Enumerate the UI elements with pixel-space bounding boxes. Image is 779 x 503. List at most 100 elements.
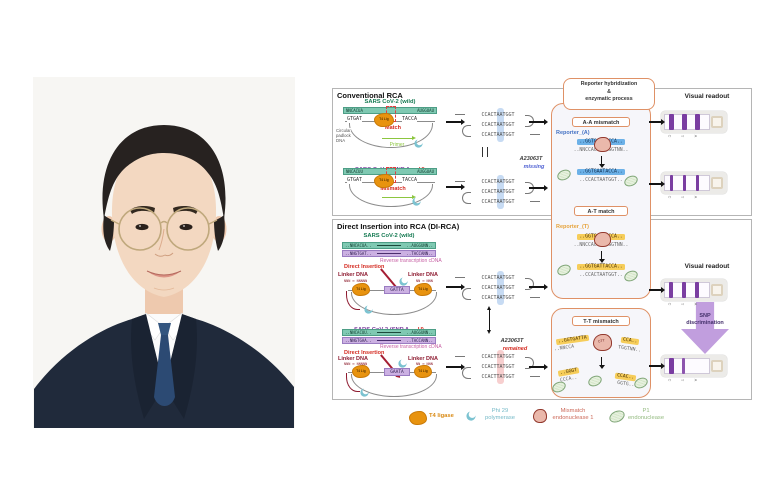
- band-label: T: [680, 302, 685, 306]
- arrow-di-wild-to-product: [446, 284, 465, 289]
- arrow-to-strip-1: [649, 119, 665, 124]
- phi29-legend-icon: [464, 409, 477, 422]
- t4-ligase-blob: T4 Lig: [414, 365, 432, 378]
- t4-ligase-tag: T4 Lig: [418, 287, 428, 291]
- t4-ligase-tag: T4 Lig: [418, 369, 428, 373]
- di-snp-rna-left: ..NNCACUU..: [345, 330, 372, 335]
- arrow-to-strip-4: [649, 363, 665, 368]
- t4-ligase-tag: T4 Lig: [379, 117, 389, 121]
- band-label: A: [693, 195, 698, 199]
- band-label: C: [667, 195, 672, 199]
- portrait-illustration: [34, 77, 294, 428]
- arrow-conv-snp-to-reporter: [529, 185, 548, 190]
- di-snp-insert-box: GAATA: [384, 368, 410, 376]
- di-wild-rna-bar: ..NNCACUA....AUGGUNN..: [342, 242, 436, 249]
- conv-wild-primer-label: Primer: [389, 142, 405, 148]
- snp-discrimination-label: SNP discrimination: [686, 313, 724, 326]
- di-snp-rt-label: Reverse transcription cDNA: [380, 344, 442, 350]
- reporter-t-seq: ..GGTGATTACCA..: [577, 263, 625, 270]
- test-band: [669, 358, 674, 374]
- di-snp-linker-left: Linker DNA: [338, 356, 368, 362]
- stack-dash: [530, 376, 540, 377]
- remained-word: remained: [502, 346, 528, 352]
- test-band: [683, 175, 686, 191]
- remained-gene: A23063T: [500, 338, 524, 344]
- pair-a2-bottom: ..CCACTAATGGT..: [579, 178, 623, 183]
- arrow-conv-wild-to-reporter: [529, 119, 548, 124]
- rca-product-row: CCACTAATGGT: [481, 179, 515, 185]
- di-wild-cdna-right: ..TACCANN..: [406, 251, 434, 256]
- stack-connector: [462, 192, 471, 204]
- conv-wild-pad-right: TACCA: [402, 116, 418, 122]
- arrow-conv-wild-to-product: [446, 119, 465, 124]
- rca-product-row: CCACTTATGGT: [481, 364, 515, 370]
- bar-midline: [377, 332, 401, 333]
- di-wild-cdna-bar: ..NNGTGAT....TACCANN..: [342, 250, 436, 257]
- test-band: [682, 282, 686, 298]
- pair-t2-top: ..GGTGATTACCA..: [551, 263, 651, 270]
- lfa-strip-2: [661, 172, 727, 194]
- band-label: C: [667, 302, 672, 306]
- tt-mismatch-label: T-T mismatch: [572, 316, 630, 326]
- stack-dash: [455, 356, 465, 357]
- di-wild-label: SARS CoV-2 (wild): [363, 233, 415, 239]
- conventional-rca-title: Conventional RCA: [337, 91, 403, 100]
- t4-ligase-blob: T4 Lig: [352, 365, 370, 378]
- p1-endo-legend-label: P1 endonuclease: [627, 408, 665, 421]
- lfa-strip-4: [661, 355, 727, 377]
- rca-product-row: CCACTTATGGT: [481, 354, 515, 360]
- di-wild-rna-left: ..NNCACUA..: [345, 243, 372, 248]
- equiv-gene: A23063T: [519, 156, 543, 162]
- down-arrow: [597, 251, 607, 263]
- rca-product-row: CCACTAATGGT: [481, 112, 515, 118]
- down-arrow: [597, 156, 607, 168]
- snp-site-stripe: [497, 350, 504, 384]
- arrow-di-snp-to-reporter: [529, 364, 548, 369]
- updown-arrow: [485, 306, 492, 334]
- arrow-conv-snp-to-product: [446, 184, 465, 189]
- reporter-header-text: Reporter hybridization & enzymatic proce…: [580, 81, 638, 103]
- stack-connector: [462, 367, 471, 379]
- test-band: [696, 175, 699, 191]
- di-snp-rna-bar: ..NNCACUU....AUGGUNN..: [342, 329, 436, 336]
- di-wild-direct-insertion: Direct Insertion: [344, 264, 385, 270]
- t4-ligase-legend-icon: [409, 411, 427, 425]
- visual-readout-title-top: Visual readout: [684, 93, 730, 100]
- reporter-a-seq: ..GGTGAATACCA..: [577, 168, 625, 175]
- at-match-label: A-T match: [574, 206, 628, 216]
- down-arrow: [597, 357, 607, 369]
- di-snp-left-tag: NNN ═ NNNNN: [344, 362, 368, 366]
- conv-snp-pad-right: TACCA: [402, 177, 418, 183]
- conv-wild-target-right: AUGGUAU: [417, 108, 434, 113]
- mismatch-endo-legend-label: Mismatch endonuclease 1: [552, 408, 594, 421]
- rca-product-row: CCACTTATGGT: [481, 374, 515, 380]
- stack-dash: [455, 277, 465, 278]
- di-snp-cdna-left: ..NNGTGAA..: [345, 338, 372, 343]
- t4-ligase-blob: T4 Lig: [374, 174, 394, 188]
- aa-mismatch-label: A-A mismatch: [572, 117, 630, 127]
- test-band: [669, 282, 673, 298]
- lfa-strip-1: [661, 111, 727, 133]
- phi29-legend-label: Phi 29 polymerase: [485, 408, 515, 421]
- band-label: T: [680, 378, 685, 382]
- sample-pad: [711, 115, 723, 128]
- di-wild-rt-label: Reverse transcription cDNA: [380, 258, 442, 264]
- equivalence-mark: [482, 147, 488, 157]
- snp-site-stripe: [497, 175, 504, 209]
- di-snp-direct-insertion: Direct Insertion: [344, 350, 385, 356]
- pair-t2-bottom: ..CCACTAATGGT..: [579, 273, 623, 278]
- t4-ligase-tag: T4 Lig: [356, 287, 366, 291]
- test-band: [695, 114, 700, 130]
- equiv-word: missing: [523, 164, 545, 170]
- rca-product-row: CCACTAATGGT: [481, 132, 515, 138]
- test-band: [669, 114, 674, 130]
- stack-dash: [530, 297, 540, 298]
- mismatch-endonuclease-blob: [594, 137, 611, 152]
- arrow-to-strip-3: [649, 287, 665, 292]
- stack-dash: [455, 114, 465, 115]
- bar-midline: [377, 253, 401, 254]
- di-wild-linker-left: Linker DNA: [338, 272, 368, 278]
- test-band: [695, 282, 699, 298]
- conv-wild-label: SARS CoV-2 (wild): [364, 99, 416, 105]
- di-snp-cdna-bar: ..NNGTGAA....TACCANN..: [342, 337, 436, 344]
